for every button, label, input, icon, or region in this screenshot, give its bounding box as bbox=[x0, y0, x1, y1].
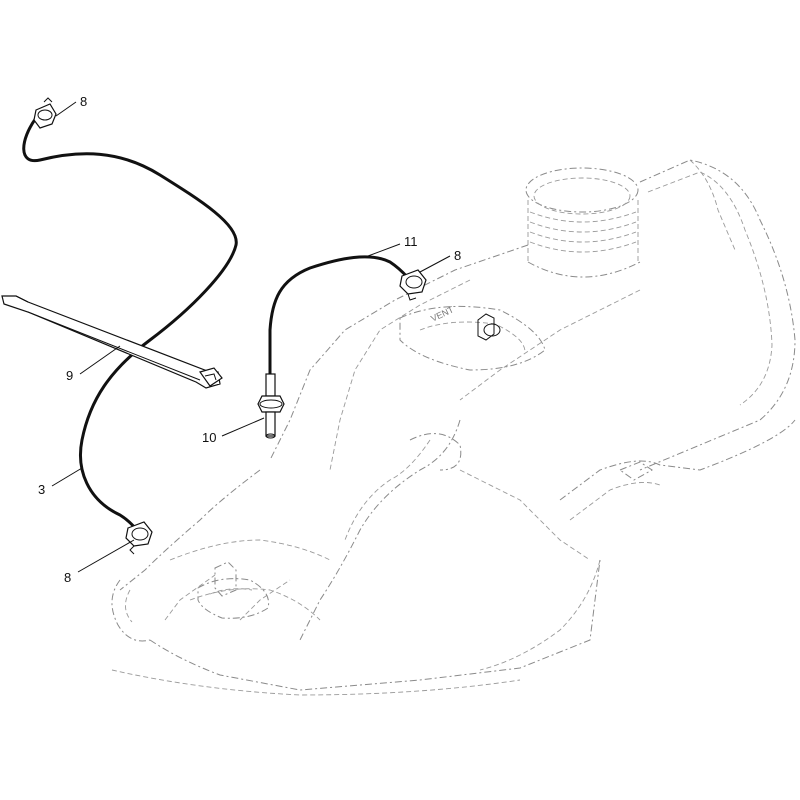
leader-fitting bbox=[221, 417, 265, 437]
callout-clamp-top: 8 bbox=[80, 94, 87, 109]
hose-long bbox=[22, 116, 238, 534]
hose-clamp-bottom bbox=[125, 521, 153, 555]
callout-strap: 9 bbox=[66, 368, 73, 383]
hose-short bbox=[268, 255, 412, 376]
leader-clamp-right bbox=[419, 255, 451, 273]
vent-label: VENT bbox=[429, 304, 455, 323]
callout-hose-long: 3 bbox=[38, 482, 45, 497]
leader-hose-long bbox=[51, 467, 83, 487]
tank-vent-fitting bbox=[477, 313, 501, 341]
callout-labels: 8 3 9 8 10 11 8 bbox=[38, 94, 461, 585]
vent-fitting bbox=[257, 373, 285, 439]
leader-hose-short bbox=[367, 243, 401, 257]
leader-lines bbox=[51, 101, 451, 573]
tie-strap bbox=[1, 295, 223, 389]
vent-embossing: VENT bbox=[429, 304, 455, 323]
hose-clamp-right bbox=[399, 269, 427, 301]
callout-clamp-bottom: 8 bbox=[64, 570, 71, 585]
callout-hose-short: 11 bbox=[404, 234, 418, 249]
leader-clamp-bottom bbox=[77, 539, 135, 573]
fuel-tank-phantom bbox=[111, 159, 796, 696]
callout-clamp-right: 8 bbox=[454, 248, 461, 263]
hose-clamp-top bbox=[33, 97, 57, 129]
callout-fitting: 10 bbox=[202, 430, 216, 445]
leader-clamp-top bbox=[55, 101, 77, 117]
leader-strap bbox=[79, 345, 121, 375]
